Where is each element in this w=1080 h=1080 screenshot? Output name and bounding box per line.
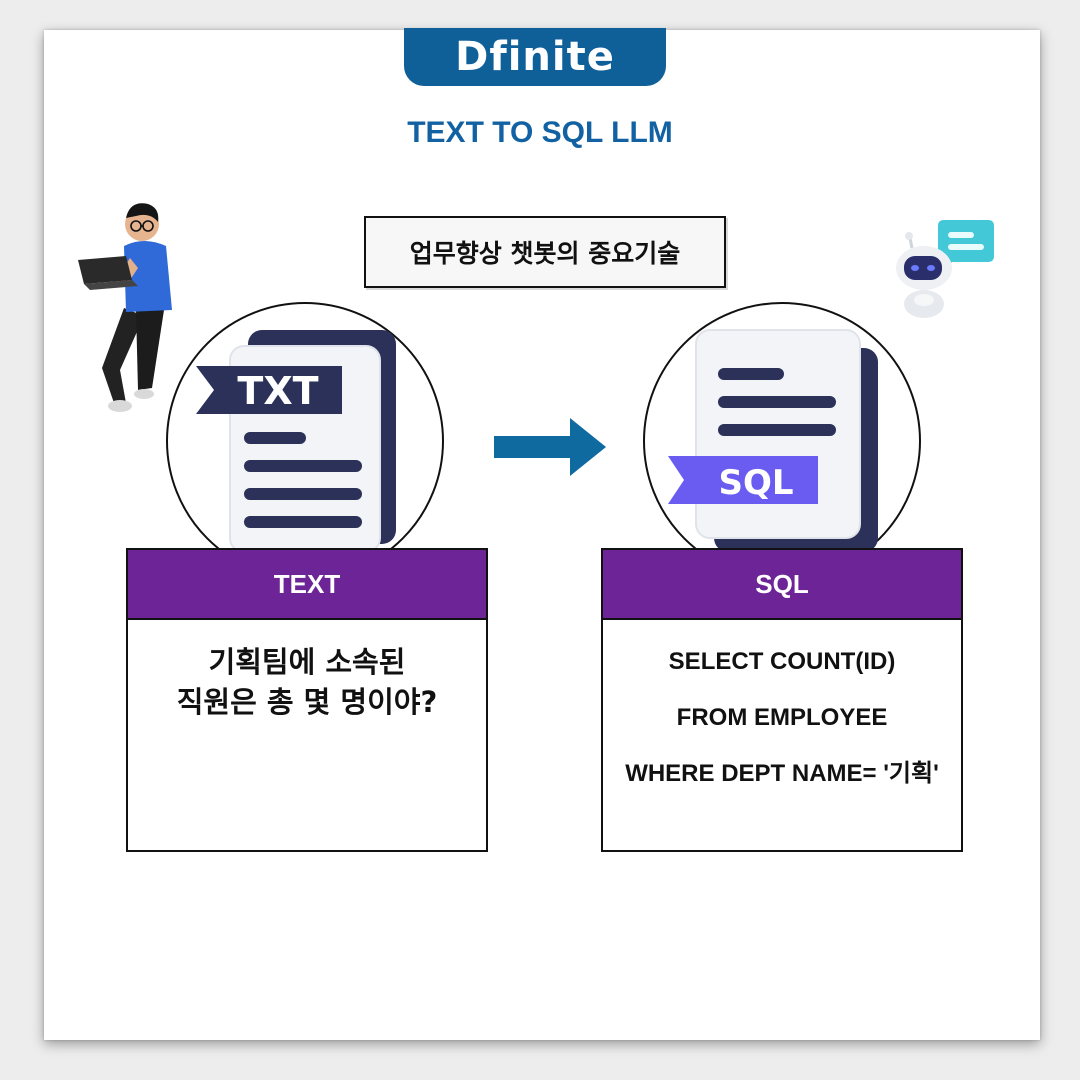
txt-label: TXT <box>237 369 318 413</box>
sql-query: SELECT COUNT(ID) FROM EMPLOYEE WHERE DEP… <box>603 634 961 802</box>
sql-panel: SQL SELECT COUNT(ID) FROM EMPLOYEE WHERE… <box>601 548 963 852</box>
text-panel: TEXT 기획팀에 소속된 직원은 총 몇 명이야? <box>126 548 488 852</box>
text-panel-title: TEXT <box>273 568 341 599</box>
sql-query-line: WHERE DEPT NAME= '기획' <box>625 760 939 787</box>
page-title: TEXT TO SQL LLM <box>407 116 673 149</box>
content-card <box>44 30 1040 1040</box>
brand-logo-text: Dfinite <box>455 34 615 80</box>
tagline-box: 업무향상 챗봇의 중요기술 <box>364 216 726 288</box>
tagline-text: 업무향상 챗봇의 중요기술 <box>409 239 681 268</box>
text-panel-header: TEXT <box>128 550 486 620</box>
chatbot-robot-illustration <box>896 220 994 318</box>
sql-panel-header: SQL <box>603 550 961 620</box>
sql-query-line: SELECT COUNT(ID) <box>668 648 896 675</box>
sql-query-line: FROM EMPLOYEE <box>676 704 888 731</box>
arrow-right-icon <box>494 418 606 476</box>
sql-label: SQL <box>718 463 793 503</box>
question-line: 기획팀에 소속된 <box>208 645 406 679</box>
person-with-laptop-illustration <box>78 203 172 412</box>
sql-document-icon: SQL <box>668 329 878 552</box>
txt-document-icon: TXT <box>196 330 396 553</box>
text-panel-question: 기획팀에 소속된 직원은 총 몇 명이야? <box>128 642 486 722</box>
question-line: 직원은 총 몇 명이야? <box>176 685 438 719</box>
brand-logo: Dfinite <box>404 28 666 86</box>
sql-panel-title: SQL <box>755 568 809 599</box>
